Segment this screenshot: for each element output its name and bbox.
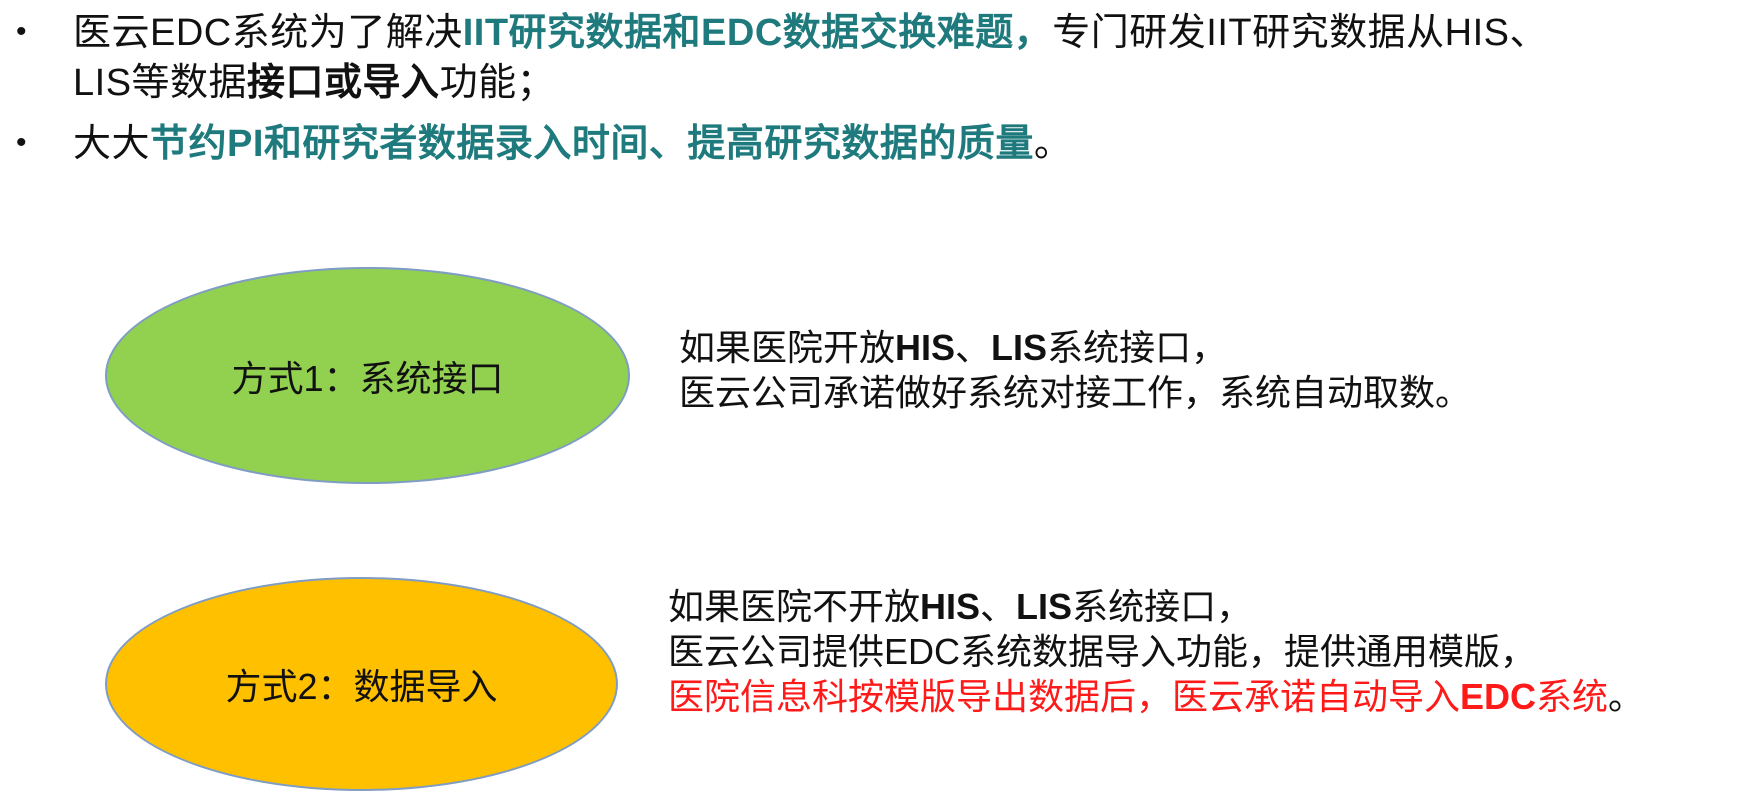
bullet-2-text-plain: 大大 [73, 123, 151, 165]
method-1-desc-his: HIS [895, 327, 956, 368]
method-2-desc-sep: 、 [980, 586, 1017, 627]
method-2-desc-tail: 系统接口， [1072, 586, 1253, 627]
method-2-description: 如果医院不开放HIS、LIS系统接口， 医云公司提供EDC系统数据导入功能，提供… [668, 584, 1644, 719]
bullet-dot: • [16, 15, 27, 48]
method-1-description: 如果医院开放HIS、LIS系统接口， 医云公司承诺做好系统对接工作，系统自动取数… [679, 325, 1471, 415]
method-2-desc-system: 系统 [1536, 676, 1609, 717]
bullet-1-line2-rest: 功能； [439, 62, 556, 104]
method-1-desc-line-1: 如果医院开放HIS、LIS系统接口， [679, 325, 1471, 370]
method-1-desc-lis: LIS [991, 327, 1048, 368]
bullet-1-highlight: IIT研究数据和EDC数据交换难题， [462, 12, 1053, 54]
bullet-1-text-rest: 专门研发IIT研究数据从HIS、 [1052, 12, 1548, 54]
method-2-desc-line-2: 医云公司提供EDC系统数据导入功能，提供通用模版， [668, 631, 1537, 672]
method-1-ellipse: 方式1：系统接口 [105, 267, 630, 484]
method-2-ellipse: 方式2：数据导入 [105, 577, 618, 791]
method-2-label: 方式2：数据导入 [225, 666, 498, 707]
method-2-desc-red-text: 医院信息科按模版导出数据后，医云承诺自动导入 [668, 676, 1461, 717]
method-2-desc-line-3: 医院信息科按模版导出数据后，医云承诺自动导入EDC系统。 [668, 674, 1644, 719]
bullet-text-1: 医云EDC系统为了解决IIT研究数据和EDC数据交换难题，专门研发IIT研究数据… [73, 8, 1723, 108]
bullet-1-text-plain: 医云EDC系统为了解决 [73, 12, 463, 54]
method-2-desc-his: HIS [920, 586, 981, 627]
method-2-desc-lis: LIS [1016, 586, 1073, 627]
method-2-desc-edc: EDC [1460, 676, 1537, 717]
bullet-2-text-rest: 。 [1033, 123, 1073, 165]
method-1-desc-tail: 系统接口， [1047, 327, 1228, 368]
method-1-desc-line-2: 医云公司承诺做好系统对接工作，系统自动取数。 [679, 372, 1472, 413]
method-2-desc-text: 如果医院不开放 [668, 586, 921, 627]
bullet-1-line2-plain: LIS等数据 [73, 62, 248, 104]
method-1-desc-sep: 、 [955, 327, 992, 368]
bullet-1-line2-bold: 接口或导入 [247, 62, 440, 104]
method-1-label: 方式1：系统接口 [231, 357, 504, 399]
method-2-desc-period: 。 [1608, 676, 1645, 717]
method-2-desc-line-1: 如果医院不开放HIS、LIS系统接口， [668, 584, 1644, 629]
method-1-desc-text: 如果医院开放 [679, 327, 896, 368]
bullet-dot: • [16, 126, 27, 159]
bullet-2-highlight: 节约PI和研究者数据录入时间、提高研究数据的质量 [150, 123, 1034, 165]
bullet-text-2: 大大节约PI和研究者数据录入时间、提高研究数据的质量。 [73, 119, 1723, 169]
